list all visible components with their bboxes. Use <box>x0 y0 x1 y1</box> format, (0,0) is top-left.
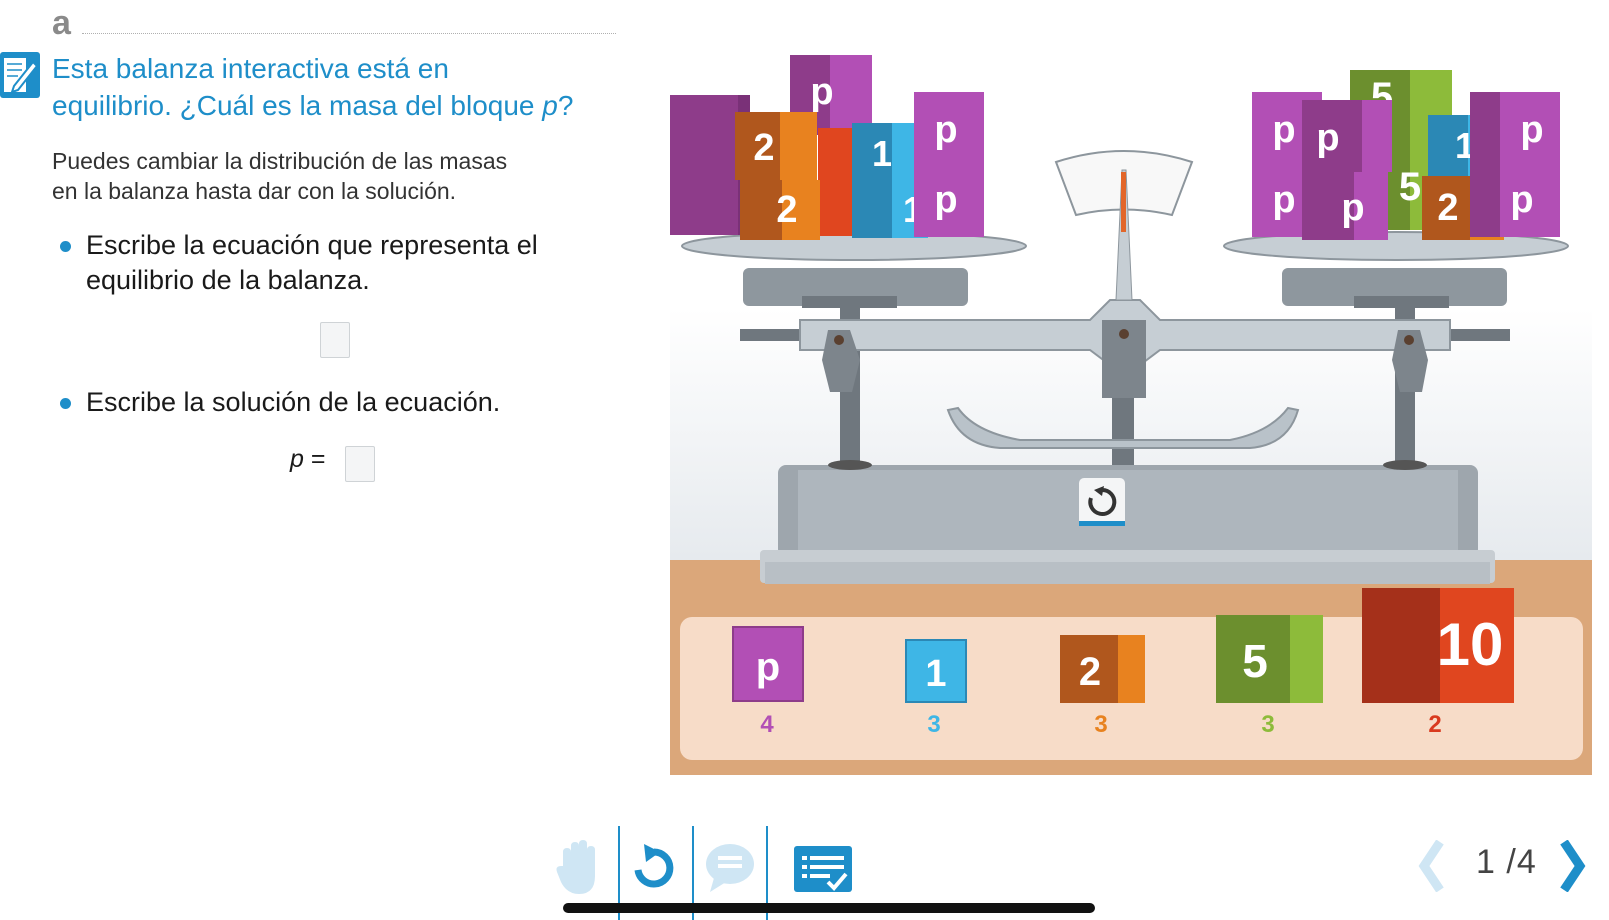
solution-label: p = <box>290 445 326 473</box>
tray-count-2: 3 <box>1094 711 1107 738</box>
toolbar-divider <box>618 826 620 920</box>
activity-hint: Puedes cambiar la distribución de las ma… <box>52 148 508 204</box>
tray-count-10: 2 <box>1428 711 1441 738</box>
svg-text:p: p <box>1316 117 1339 159</box>
tray-counts: 4 3 3 3 2 <box>760 711 1441 738</box>
next-page-icon[interactable] <box>1558 839 1586 893</box>
svg-text:p: p <box>1272 179 1295 221</box>
toolbar-divider <box>692 826 694 920</box>
svg-text:2: 2 <box>1437 187 1458 229</box>
checklist-icon[interactable] <box>792 838 854 898</box>
section-letter: a <box>52 4 71 42</box>
left-pan-blocks: p 2 2 1 1 p p <box>670 55 984 240</box>
bullet-equation: Escribe la ecuación que representa el eq… <box>60 228 620 298</box>
svg-text:p: p <box>1510 179 1533 221</box>
svg-text:2: 2 <box>776 189 797 231</box>
tray-block-5: 5 <box>1242 635 1268 687</box>
edit-activity-icon <box>0 52 40 98</box>
right-pan-blocks: p p 5 5 p p 1 2 p p <box>1252 70 1560 240</box>
tray-blocks: p 1 2 5 10 <box>732 588 1514 703</box>
block-1-label: 1 <box>872 133 892 174</box>
tray-block-p: p <box>756 645 780 689</box>
tray-count-1: 3 <box>927 711 940 738</box>
reset-button <box>1079 478 1125 526</box>
bullet-solution: Escribe la solución de la ecuación. <box>60 385 620 420</box>
block-2-label: 2 <box>753 127 774 169</box>
svg-text:p: p <box>934 179 957 221</box>
svg-text:p: p <box>934 109 957 151</box>
svg-text:p: p <box>1341 187 1364 229</box>
tray-count-5: 3 <box>1261 711 1274 738</box>
toolbar-divider <box>766 826 768 920</box>
section-divider <box>82 33 616 34</box>
hand-icon[interactable] <box>555 838 599 898</box>
prev-page-icon[interactable] <box>1418 839 1446 893</box>
svg-text:p: p <box>1520 109 1543 151</box>
undo-icon[interactable] <box>630 838 676 898</box>
tray-block-2: 2 <box>1079 650 1101 694</box>
block-p-label: p <box>810 71 833 113</box>
interactive-balance[interactable]: p 2 2 1 1 p p p p 5 5 <box>670 0 1592 775</box>
svg-text:5: 5 <box>1399 165 1421 209</box>
activity-prompt: Esta balanza interactiva está en equilib… <box>52 50 622 124</box>
home-indicator <box>563 903 1095 913</box>
svg-text:p: p <box>1272 109 1295 151</box>
tray-block-1: 1 <box>925 653 946 695</box>
page-indicator: 1 /4 <box>1476 843 1537 881</box>
tray-count-p: 4 <box>760 711 774 738</box>
equation-input[interactable] <box>320 322 350 358</box>
prompt-line-2: equilibrio. ¿Cuál es la masa del bloque … <box>52 90 574 121</box>
comment-icon[interactable] <box>704 838 756 898</box>
prompt-line-1: Esta balanza interactiva está en <box>52 53 449 84</box>
tray-block-10: 10 <box>1437 611 1504 678</box>
solution-input[interactable] <box>345 446 375 482</box>
